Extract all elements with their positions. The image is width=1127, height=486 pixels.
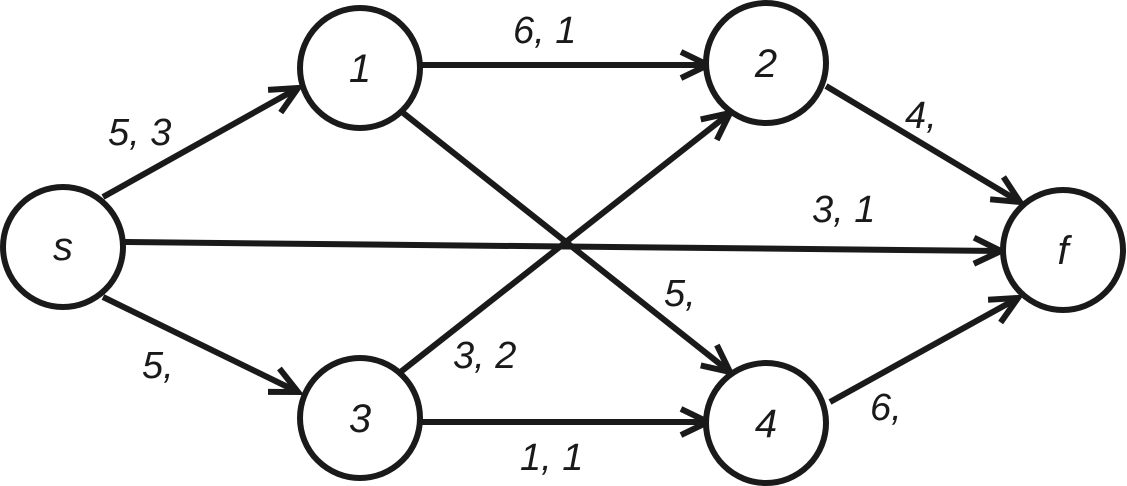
edge-2-f — [824, 83, 1026, 206]
edge-label-s-3: 5, — [142, 345, 174, 387]
edge-label-3-4: 1, 1 — [520, 437, 583, 479]
node-label-s: s — [53, 225, 73, 269]
edge-line-4-f — [828, 295, 1020, 405]
edge-labels-layer: 5, 3 3, 1 5, 6, 1 5, 3, 2 1, 1 4, 6, — [108, 10, 937, 479]
edge-s-1 — [101, 84, 305, 200]
node-circle-s — [0, 184, 126, 310]
arrow-head-icon — [267, 84, 305, 115]
arrow-head-icon — [987, 294, 1025, 325]
edge-label-s-f: 3, 1 — [812, 189, 875, 231]
node-circle-1 — [297, 5, 423, 131]
node-circle-4 — [703, 360, 829, 486]
node-4: 4 — [703, 360, 829, 486]
edge-label-1-4: 5, — [664, 273, 696, 315]
edge-line-s-3 — [101, 294, 300, 395]
edge-label-4-f: 6, — [870, 387, 902, 429]
edge-label-2-f: 4, — [905, 95, 937, 137]
node-circle-f — [1000, 187, 1126, 313]
edge-line-s-1 — [101, 85, 300, 200]
node-label-2: 2 — [754, 42, 777, 86]
arrow-head-icon — [267, 366, 305, 396]
node-f: f — [1000, 187, 1126, 313]
edge-line-2-f — [824, 83, 1022, 205]
node-circle-2 — [703, 0, 829, 126]
node-s: s — [0, 184, 126, 310]
node-label-4: 4 — [755, 402, 777, 446]
node-circle-3 — [297, 355, 423, 481]
edge-label-s-1: 5, 3 — [108, 112, 171, 154]
edge-s-3 — [101, 294, 305, 396]
node-label-1: 1 — [349, 47, 371, 91]
node-2: 2 — [703, 0, 829, 126]
edge-3-4 — [422, 406, 715, 438]
node-1: 1 — [297, 5, 423, 131]
edge-line-3-2 — [396, 110, 732, 377]
arrow-head-icon — [989, 175, 1026, 206]
edge-4-f — [828, 294, 1025, 405]
edge-1-2 — [422, 49, 715, 81]
edge-label-1-2: 6, 1 — [513, 10, 576, 52]
node-label-3: 3 — [349, 397, 371, 441]
node-3: 3 — [297, 355, 423, 481]
edges-layer — [101, 49, 1026, 438]
edge-label-3-2: 3, 2 — [453, 335, 516, 377]
